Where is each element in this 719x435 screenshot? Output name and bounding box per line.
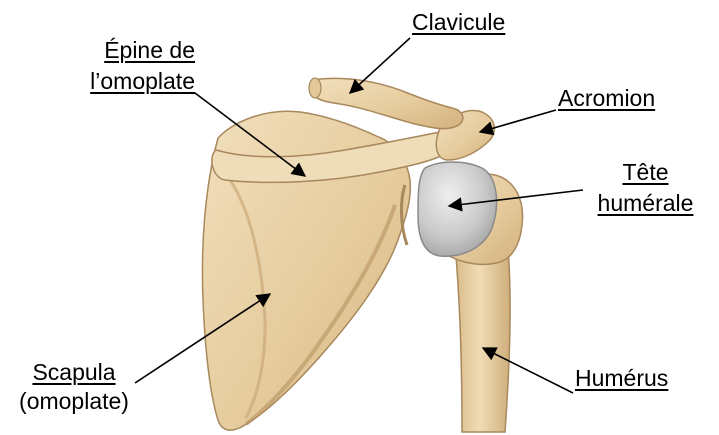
label-humerus: Humérus <box>575 366 668 391</box>
label-acromion: Acromion <box>558 86 655 111</box>
label-tete-humerale: Tête humérale <box>583 160 708 216</box>
label-clavicule: Clavicule <box>412 10 505 35</box>
label-scapula: Scapula (omoplate) <box>10 360 138 414</box>
clavicle-end <box>309 78 321 98</box>
label-epine-omoplate: Épine de l’omoplate <box>55 38 195 94</box>
humerus-shaft <box>455 242 510 432</box>
